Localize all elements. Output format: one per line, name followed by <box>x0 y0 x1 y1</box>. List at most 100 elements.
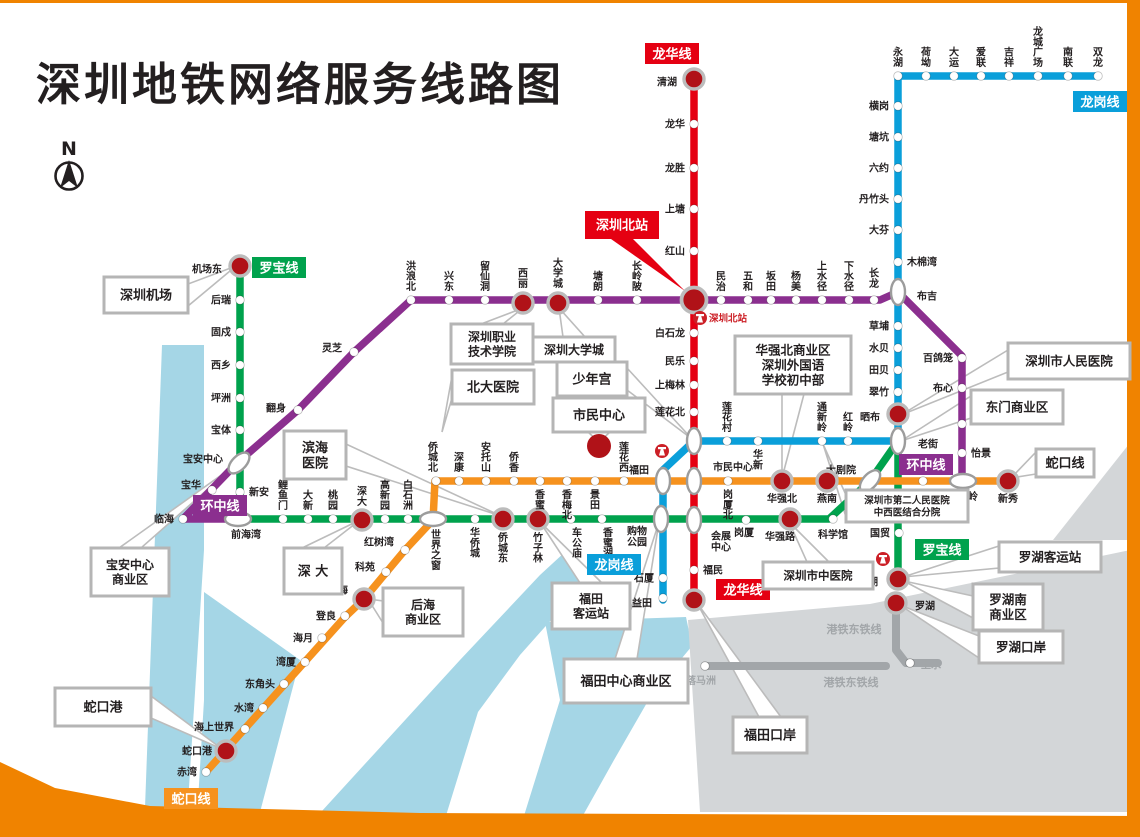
station-dot <box>480 295 490 305</box>
callout-label: 宝安中心 <box>106 557 154 572</box>
station-label: 固戍 <box>211 326 231 339</box>
line-badge-label: 龙岗线 <box>594 558 633 574</box>
station-dot <box>689 565 699 575</box>
station-label: 坂田 <box>766 270 777 293</box>
station-label: 大新 <box>303 489 313 512</box>
station-dot <box>562 476 572 486</box>
station-interchange <box>685 466 703 496</box>
station-label: 登良 <box>315 610 336 623</box>
station-dot <box>454 476 464 486</box>
station-label: 翠竹 <box>869 386 889 399</box>
callout-label: 深圳市第二人民医院 <box>864 494 950 506</box>
station-label: 香蜜 <box>535 488 545 511</box>
station-label: 民治 <box>716 271 726 293</box>
line-badge <box>1073 91 1127 112</box>
station-dot <box>279 679 289 689</box>
callout-box <box>282 546 344 596</box>
station-label: 新秀 <box>998 492 1018 505</box>
callout-label: 罗湖南 <box>989 592 1027 607</box>
water-west-bay <box>196 592 300 835</box>
gray-wedge-east <box>1053 434 1140 540</box>
station-dot <box>431 476 441 486</box>
station-label: 罗湖 <box>915 600 935 613</box>
station-dot <box>178 514 188 524</box>
callout-box <box>89 546 171 598</box>
station-major <box>546 291 570 315</box>
callout-label: 福田口岸 <box>743 728 796 744</box>
station-label: 安托山 <box>481 440 491 474</box>
station-label: 湾厦 <box>276 656 297 669</box>
station-dot <box>753 436 763 446</box>
callout-label: 深 大 <box>298 564 329 580</box>
page-title: 深圳地铁网络服务线路图 <box>36 58 565 111</box>
station-dot <box>258 703 268 713</box>
station-label: 竹子林 <box>532 531 544 565</box>
station-label: 蛇口港 <box>182 745 213 758</box>
station-label: 前海湾 <box>231 528 261 541</box>
station-label: 侨城东 <box>497 531 509 565</box>
callout-label: 学校初中部 <box>762 373 825 388</box>
callout-box <box>997 540 1103 574</box>
station-label: 五和 <box>742 271 753 293</box>
callout-box <box>562 657 690 705</box>
station-label: 民乐 <box>665 355 685 368</box>
station-dot <box>240 724 250 734</box>
callout-label: 福田中心商业区 <box>579 674 671 690</box>
station-label: 上水径 <box>816 259 828 293</box>
callout-label: 北大医院 <box>467 380 519 396</box>
station-major <box>511 291 535 315</box>
station-label: 岗厦 <box>734 526 755 539</box>
station-dot <box>566 514 576 524</box>
callout-label: 福田 <box>578 591 603 606</box>
station-label: 长龙 <box>868 267 880 290</box>
station-dot <box>658 593 668 603</box>
station-major <box>228 254 252 278</box>
station-label: 上梅林 <box>655 379 686 392</box>
station-dot <box>1004 71 1014 81</box>
station-dot <box>340 611 350 621</box>
station-dot <box>893 101 903 111</box>
station-dot <box>976 71 986 81</box>
station-label: 永湖 <box>892 46 904 69</box>
station-dot <box>791 295 801 305</box>
line-badge-label: 环中线 <box>906 458 945 474</box>
station-label: 燕南 <box>817 492 837 505</box>
station-dot <box>235 360 245 370</box>
station-label: 宝华 <box>181 479 201 492</box>
station-dot <box>381 567 391 577</box>
line-badge-label: 龙华线 <box>652 47 691 63</box>
station-major <box>996 469 1020 493</box>
station-label: 西乡 <box>211 359 231 372</box>
station-interchange <box>948 472 978 490</box>
compass-needle-icon <box>60 160 78 188</box>
station-major <box>350 508 374 532</box>
station-label: 莲花北 <box>655 406 685 419</box>
callout-label: 深圳北站 <box>596 218 648 234</box>
station-interchange <box>889 426 907 456</box>
station-dot <box>723 476 733 486</box>
station-label: 灵芝 <box>322 342 342 355</box>
station-label: 红岭 <box>843 411 853 434</box>
station-dot <box>689 163 699 173</box>
station-dot <box>535 476 545 486</box>
station-dot <box>597 514 607 524</box>
station-major <box>886 567 910 591</box>
callout-box <box>971 582 1045 632</box>
station-label: 会展中心 <box>711 530 731 554</box>
station-interchange <box>889 277 907 307</box>
station-dot <box>893 71 903 81</box>
station-interchange <box>654 466 672 496</box>
station-major <box>815 469 839 493</box>
station-major <box>682 588 706 612</box>
station-label: 翻身 <box>266 402 286 415</box>
station-label: 长岭陂 <box>632 259 643 293</box>
station-label: 留仙洞 <box>480 259 490 293</box>
station-label: 桃园 <box>328 489 338 512</box>
callout-label: 蛇口线 <box>1045 456 1084 472</box>
station-dot <box>403 514 413 524</box>
callout-box <box>733 334 853 396</box>
station-label: 田贝 <box>869 365 889 377</box>
station-major <box>352 587 376 611</box>
callouts: 深圳机场深圳北站深圳职业技术学院深圳大学城北大医院少年宫市民中心滨海医院宝安中心… <box>53 211 1132 755</box>
